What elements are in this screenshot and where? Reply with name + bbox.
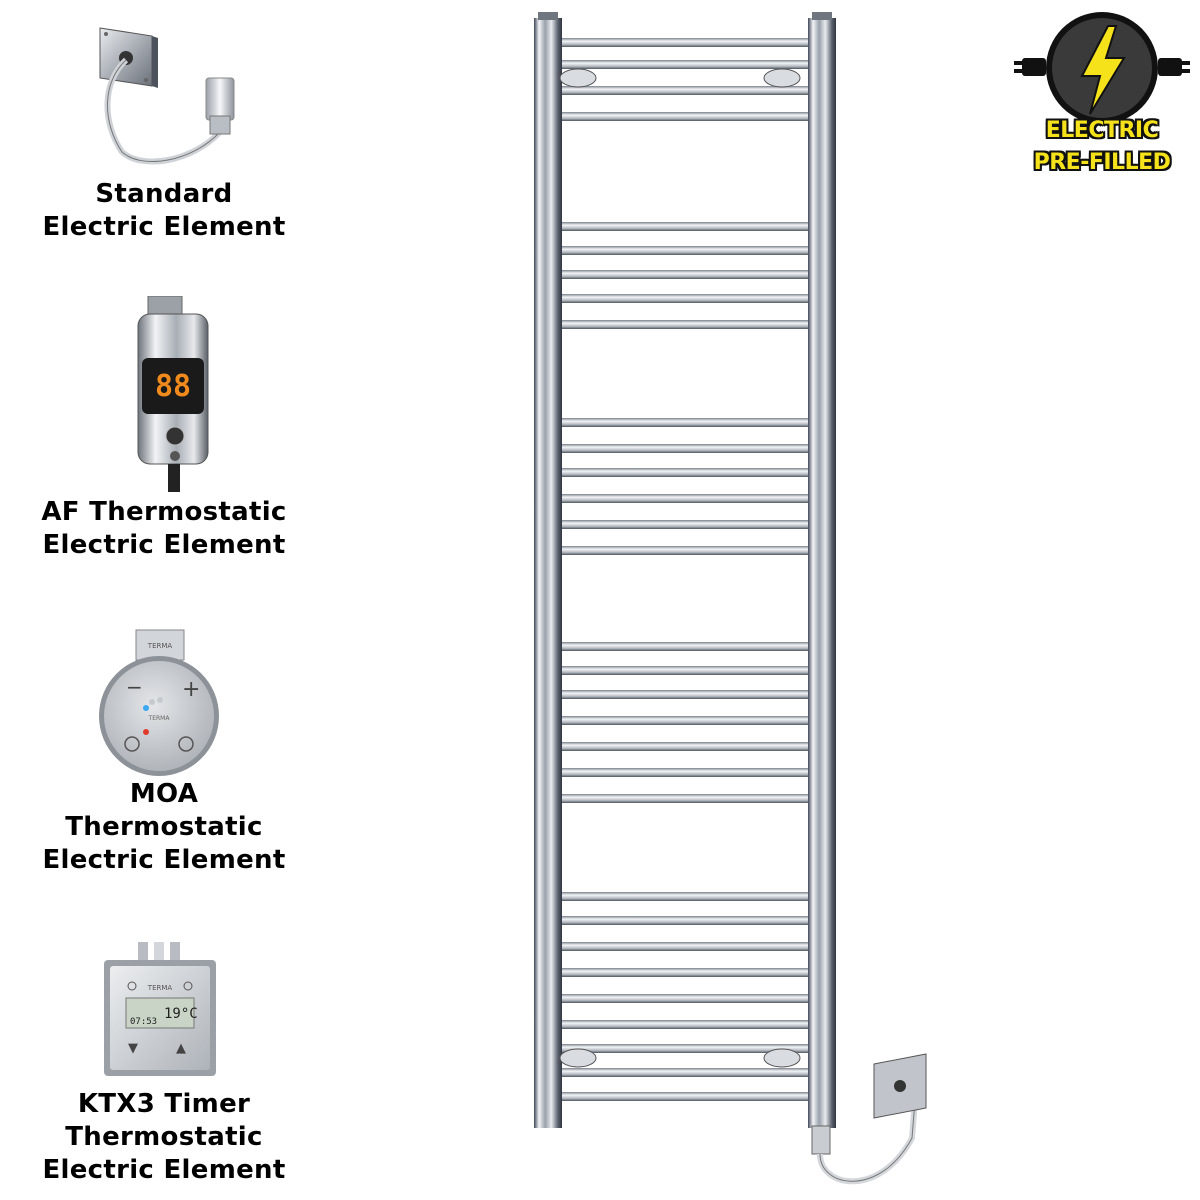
- heating-element-stub: [811, 1125, 831, 1155]
- af-temperature-readout: 88: [155, 369, 191, 404]
- radiator-bar: [558, 270, 814, 279]
- badge-line-electric: ELECTRIC: [1045, 118, 1159, 143]
- radiator-bar: [558, 444, 814, 453]
- radiator-bar: [558, 1068, 814, 1077]
- radiator-bar: [558, 86, 814, 95]
- radiator-left-rail: [534, 18, 562, 1128]
- radiator-bar: [558, 666, 814, 675]
- radiator-bar: [558, 742, 814, 751]
- towel-radiator-image: [534, 12, 927, 1185]
- ktx3-timer-element-image: TERMA 07:53 19°C ▼ ▲: [104, 942, 216, 1076]
- moa-clock-icon: [124, 736, 140, 752]
- radiator-bar: [558, 520, 814, 529]
- radiator-bar: [558, 968, 814, 977]
- svg-text:TERMA: TERMA: [148, 715, 171, 722]
- af-thermostatic-element-image: 88: [137, 296, 209, 492]
- radiator-bar: [558, 294, 814, 303]
- radiator-bar: [558, 38, 814, 47]
- badge-line-prefilled: PRE-FILLED: [1033, 150, 1171, 175]
- radiator-bar: [558, 942, 814, 951]
- radiator-bar: [558, 794, 814, 803]
- radiator-bar: [558, 994, 814, 1003]
- radiator-bar: [558, 112, 814, 121]
- radiator-bars: [558, 38, 814, 1101]
- standard-element-label: Standard Electric Element: [42, 179, 286, 242]
- electric-prefilled-badge: ELECTRIC PRE-FILLED: [1012, 6, 1192, 191]
- af-thermostatic-element-label: AF Thermostatic Electric Element: [41, 497, 287, 560]
- radiator-bar: [558, 222, 814, 231]
- moa-thermostatic-element-label: MOA Thermostatic Electric Element: [42, 779, 286, 875]
- ktx3-time-readout: 07:53: [130, 1017, 157, 1027]
- radiator-bar: [558, 60, 814, 69]
- ktx3-brand-text: TERMA: [147, 984, 173, 992]
- moa-minus-icon: −: [126, 675, 143, 699]
- moa-thermostatic-element-image: TERMA − + TERMA: [99, 629, 219, 776]
- moa-power-icon: [178, 736, 194, 752]
- radiator-bar: [558, 1092, 814, 1101]
- lightning-plug-icon: [1014, 12, 1190, 124]
- radiator-bar: [558, 1044, 814, 1053]
- radiator-bar: [558, 546, 814, 555]
- ktx3-down-arrow-icon: ▼: [128, 1041, 138, 1056]
- radiator-bar: [558, 716, 814, 725]
- radiator-bar: [558, 1020, 814, 1029]
- moa-brand-text: TERMA: [147, 642, 173, 650]
- radiator-right-rail: [808, 18, 836, 1128]
- ktx3-up-arrow-icon: ▲: [176, 1041, 186, 1056]
- standard-element-image: [99, 27, 235, 165]
- moa-plus-icon: +: [182, 677, 200, 702]
- radiator-bar: [558, 916, 814, 925]
- ktx3-temp-readout: 19°C: [164, 1006, 198, 1022]
- radiator-bar: [558, 642, 814, 651]
- wall-bracket: [559, 68, 801, 1068]
- radiator-bar: [558, 246, 814, 255]
- radiator-bar: [558, 892, 814, 901]
- radiator-bar: [558, 768, 814, 777]
- radiator-bar: [558, 690, 814, 699]
- radiator-bar: [558, 468, 814, 477]
- radiator-bar: [558, 418, 814, 427]
- radiator-bar: [558, 320, 814, 329]
- radiator-bar: [558, 494, 814, 503]
- ktx3-timer-element-label: KTX3 Timer Thermostatic Electric Element: [42, 1089, 286, 1185]
